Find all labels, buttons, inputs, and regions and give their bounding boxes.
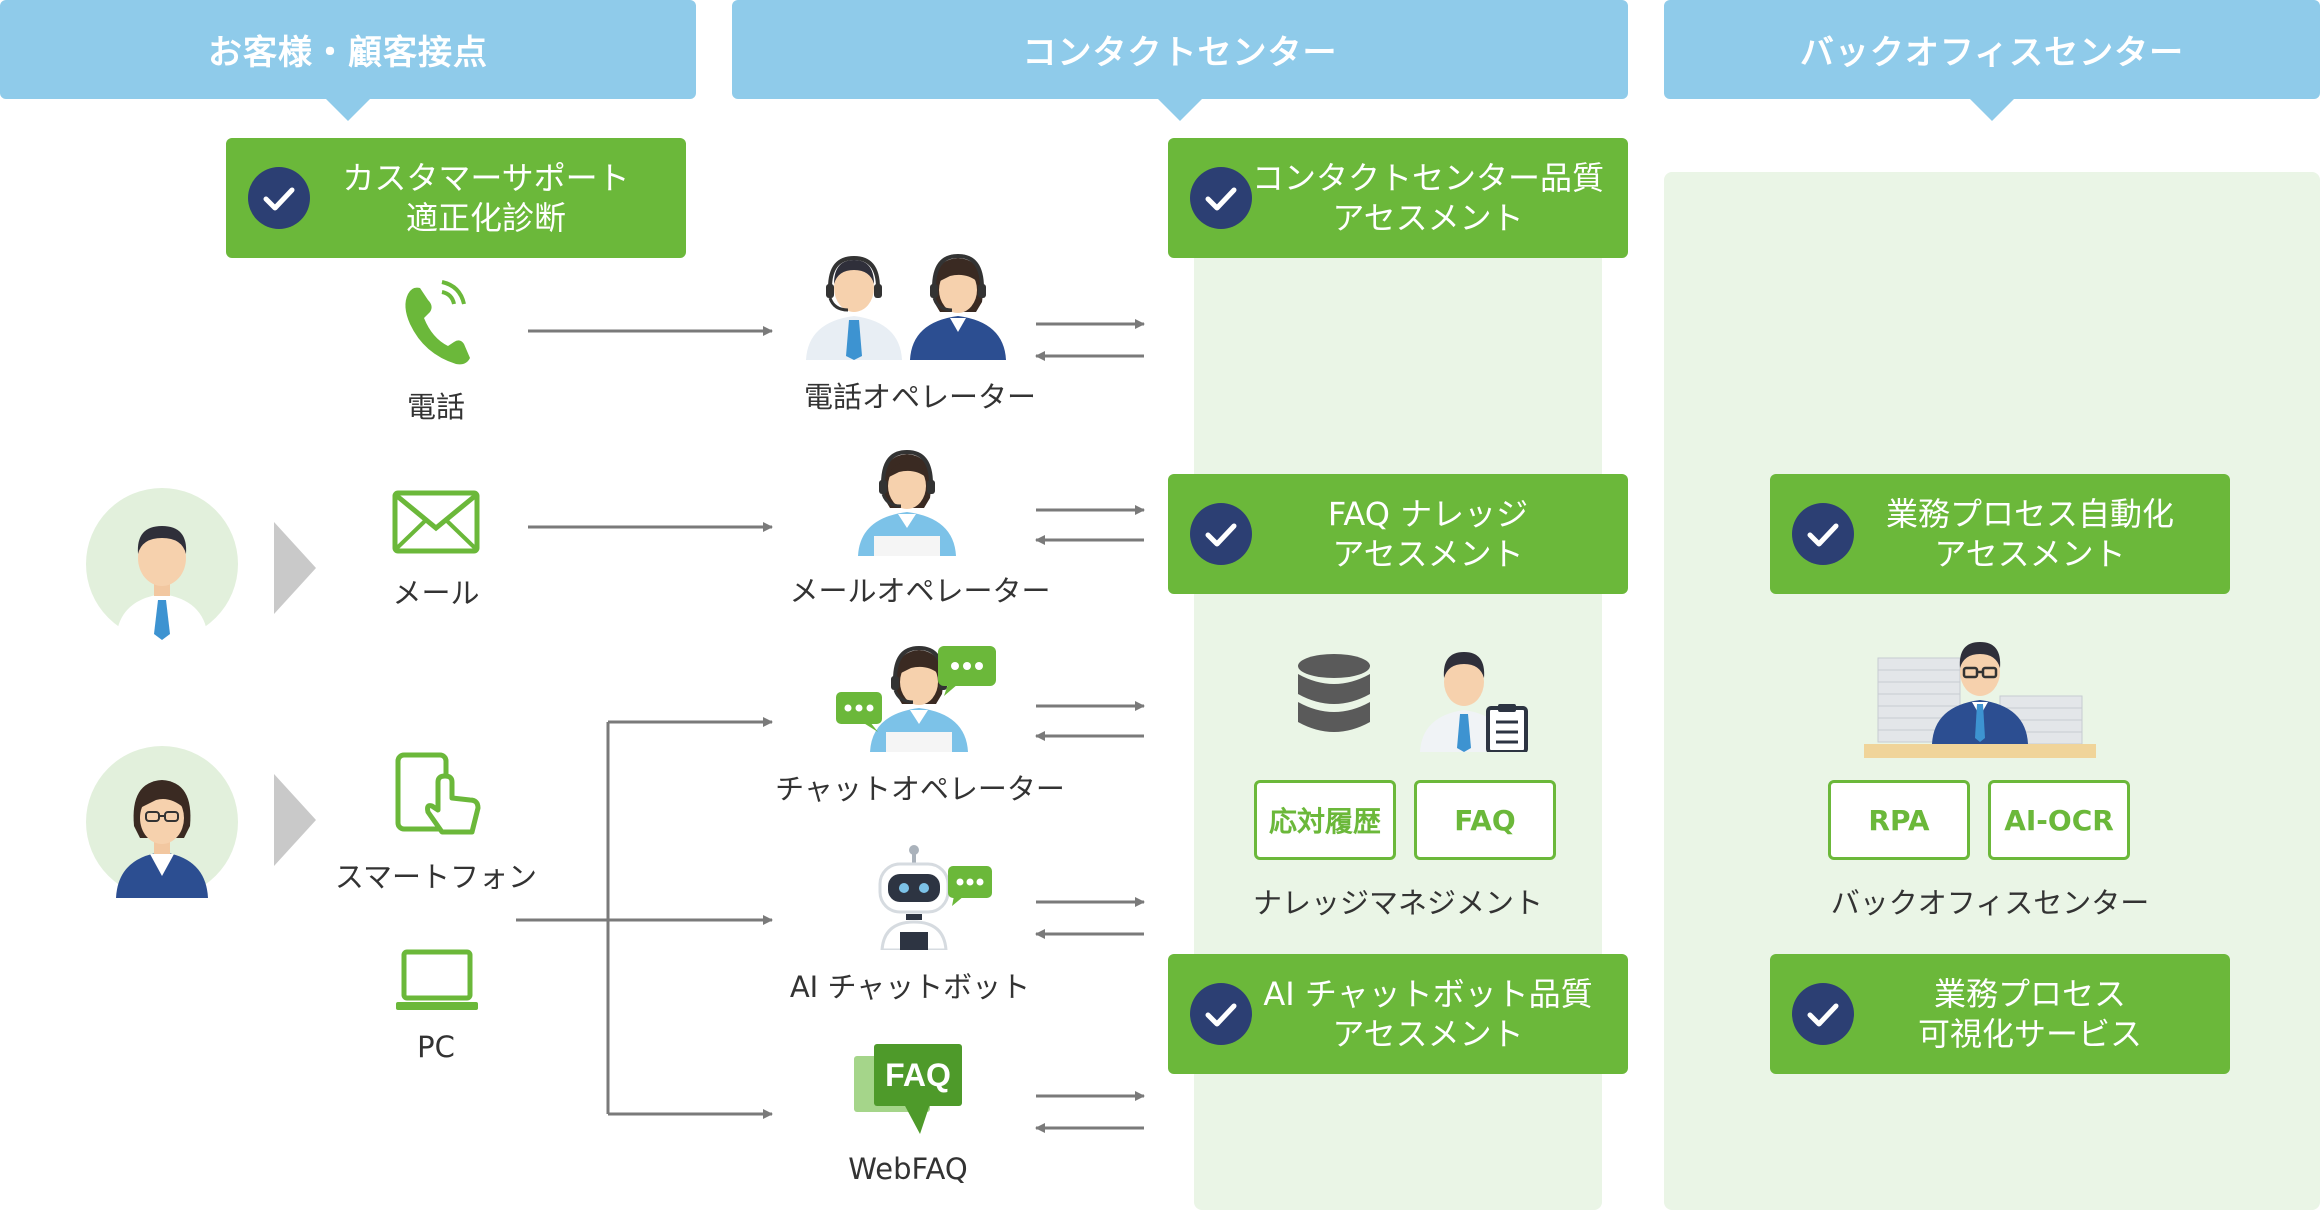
- phone-icon: [405, 280, 470, 365]
- knowledge-worker-icon: [1420, 652, 1528, 752]
- assessment-process-visualization: 業務プロセス 可視化サービス: [1770, 954, 2230, 1074]
- assessment-label: FAQ ナレッジ アセスメント: [1327, 495, 1529, 573]
- tag-label: 応対履歴: [1268, 805, 1381, 838]
- mail-operator-icon: [858, 449, 956, 556]
- chat-operator-icon: [836, 645, 996, 752]
- backoffice-center-label: バックオフィスセンター: [1830, 886, 2150, 920]
- assessment-customer-support: カスタマーサポート 適正化診断: [226, 138, 686, 258]
- channel-phone-label: 電話: [406, 390, 466, 424]
- customer-female-avatar: [86, 746, 238, 898]
- header-pointer: [326, 99, 370, 121]
- check-icon: [1190, 167, 1252, 229]
- header-backoffice-label: バックオフィスセンター: [1799, 33, 2185, 73]
- assessment-contact-quality: コンタクトセンター品質 アセスメント: [1168, 138, 1628, 258]
- channel-mail-label: メール: [392, 576, 480, 610]
- knowledge-tag-faq: FAQ: [1414, 780, 1556, 860]
- check-icon: [1792, 983, 1854, 1045]
- faq-icon-text: FAQ: [885, 1057, 951, 1093]
- header-contact-center: コンタクトセンター: [732, 0, 1628, 121]
- robot-icon: [878, 845, 992, 950]
- mail-icon: [392, 490, 480, 554]
- assessment-faq-knowledge: FAQ ナレッジ アセスメント: [1168, 474, 1628, 594]
- chat-operator-label: チャットオペレーター: [775, 772, 1065, 806]
- tag-label: RPA: [1868, 803, 1930, 837]
- smartphone-touch-icon: [395, 752, 481, 835]
- header-backoffice: バックオフィスセンター: [1664, 0, 2320, 121]
- knowledge-management-label: ナレッジマネジメント: [1252, 886, 1544, 920]
- check-icon: [248, 167, 310, 229]
- phone-operator-label: 電話オペレーター: [803, 380, 1037, 414]
- phone-operators-icon: [806, 253, 1006, 360]
- check-icon: [1792, 503, 1854, 565]
- laptop-icon: [396, 949, 478, 1010]
- assessment-label: 業務プロセス自動化 アセスメント: [1885, 495, 2174, 573]
- check-icon: [1190, 983, 1252, 1045]
- header-pointer: [1970, 99, 2014, 121]
- header-customer-label: お客様・顧客接点: [208, 33, 488, 73]
- faq-bubble-icon: FAQ: [854, 1044, 962, 1134]
- assessment-process-automation: 業務プロセス自動化 アセスメント: [1770, 474, 2230, 594]
- check-icon: [1190, 503, 1252, 565]
- assessment-ai-chatbot-quality: AI チャットボット品質 アセスメント: [1168, 954, 1628, 1074]
- backoffice-tag-aiocr: AI-OCR: [1988, 780, 2130, 860]
- channel-smartphone-label: スマートフォン: [334, 860, 538, 894]
- assessment-label: コンタクトセンター品質 アセスメント: [1251, 159, 1604, 237]
- ai-chatbot-label: AI チャットボット: [789, 970, 1031, 1004]
- header-contact-label: コンタクトセンター: [1022, 33, 1338, 73]
- assessment-label: カスタマーサポート 適正化診断: [342, 159, 630, 237]
- assessment-label: AI チャットボット品質 アセスメント: [1263, 975, 1593, 1053]
- knowledge-tag-history: 応対履歴: [1254, 780, 1396, 860]
- header-pointer: [1158, 99, 1202, 121]
- webfaq-label: WebFAQ: [848, 1152, 968, 1186]
- flow-triangle-icon: [274, 774, 316, 866]
- header-customer: お客様・顧客接点: [0, 0, 696, 121]
- mail-operator-label: メールオペレーター: [789, 574, 1051, 608]
- tag-label: FAQ: [1454, 803, 1516, 837]
- backoffice-worker-icon: [1864, 642, 2096, 758]
- database-icon: [1298, 654, 1370, 732]
- flow-triangle-icon: [274, 522, 316, 614]
- tag-label: AI-OCR: [2004, 803, 2114, 837]
- customer-male-avatar: [86, 488, 238, 640]
- assessment-label: 業務プロセス 可視化サービス: [1917, 975, 2142, 1053]
- channel-pc-label: PC: [417, 1030, 455, 1064]
- backoffice-tag-rpa: RPA: [1828, 780, 1970, 860]
